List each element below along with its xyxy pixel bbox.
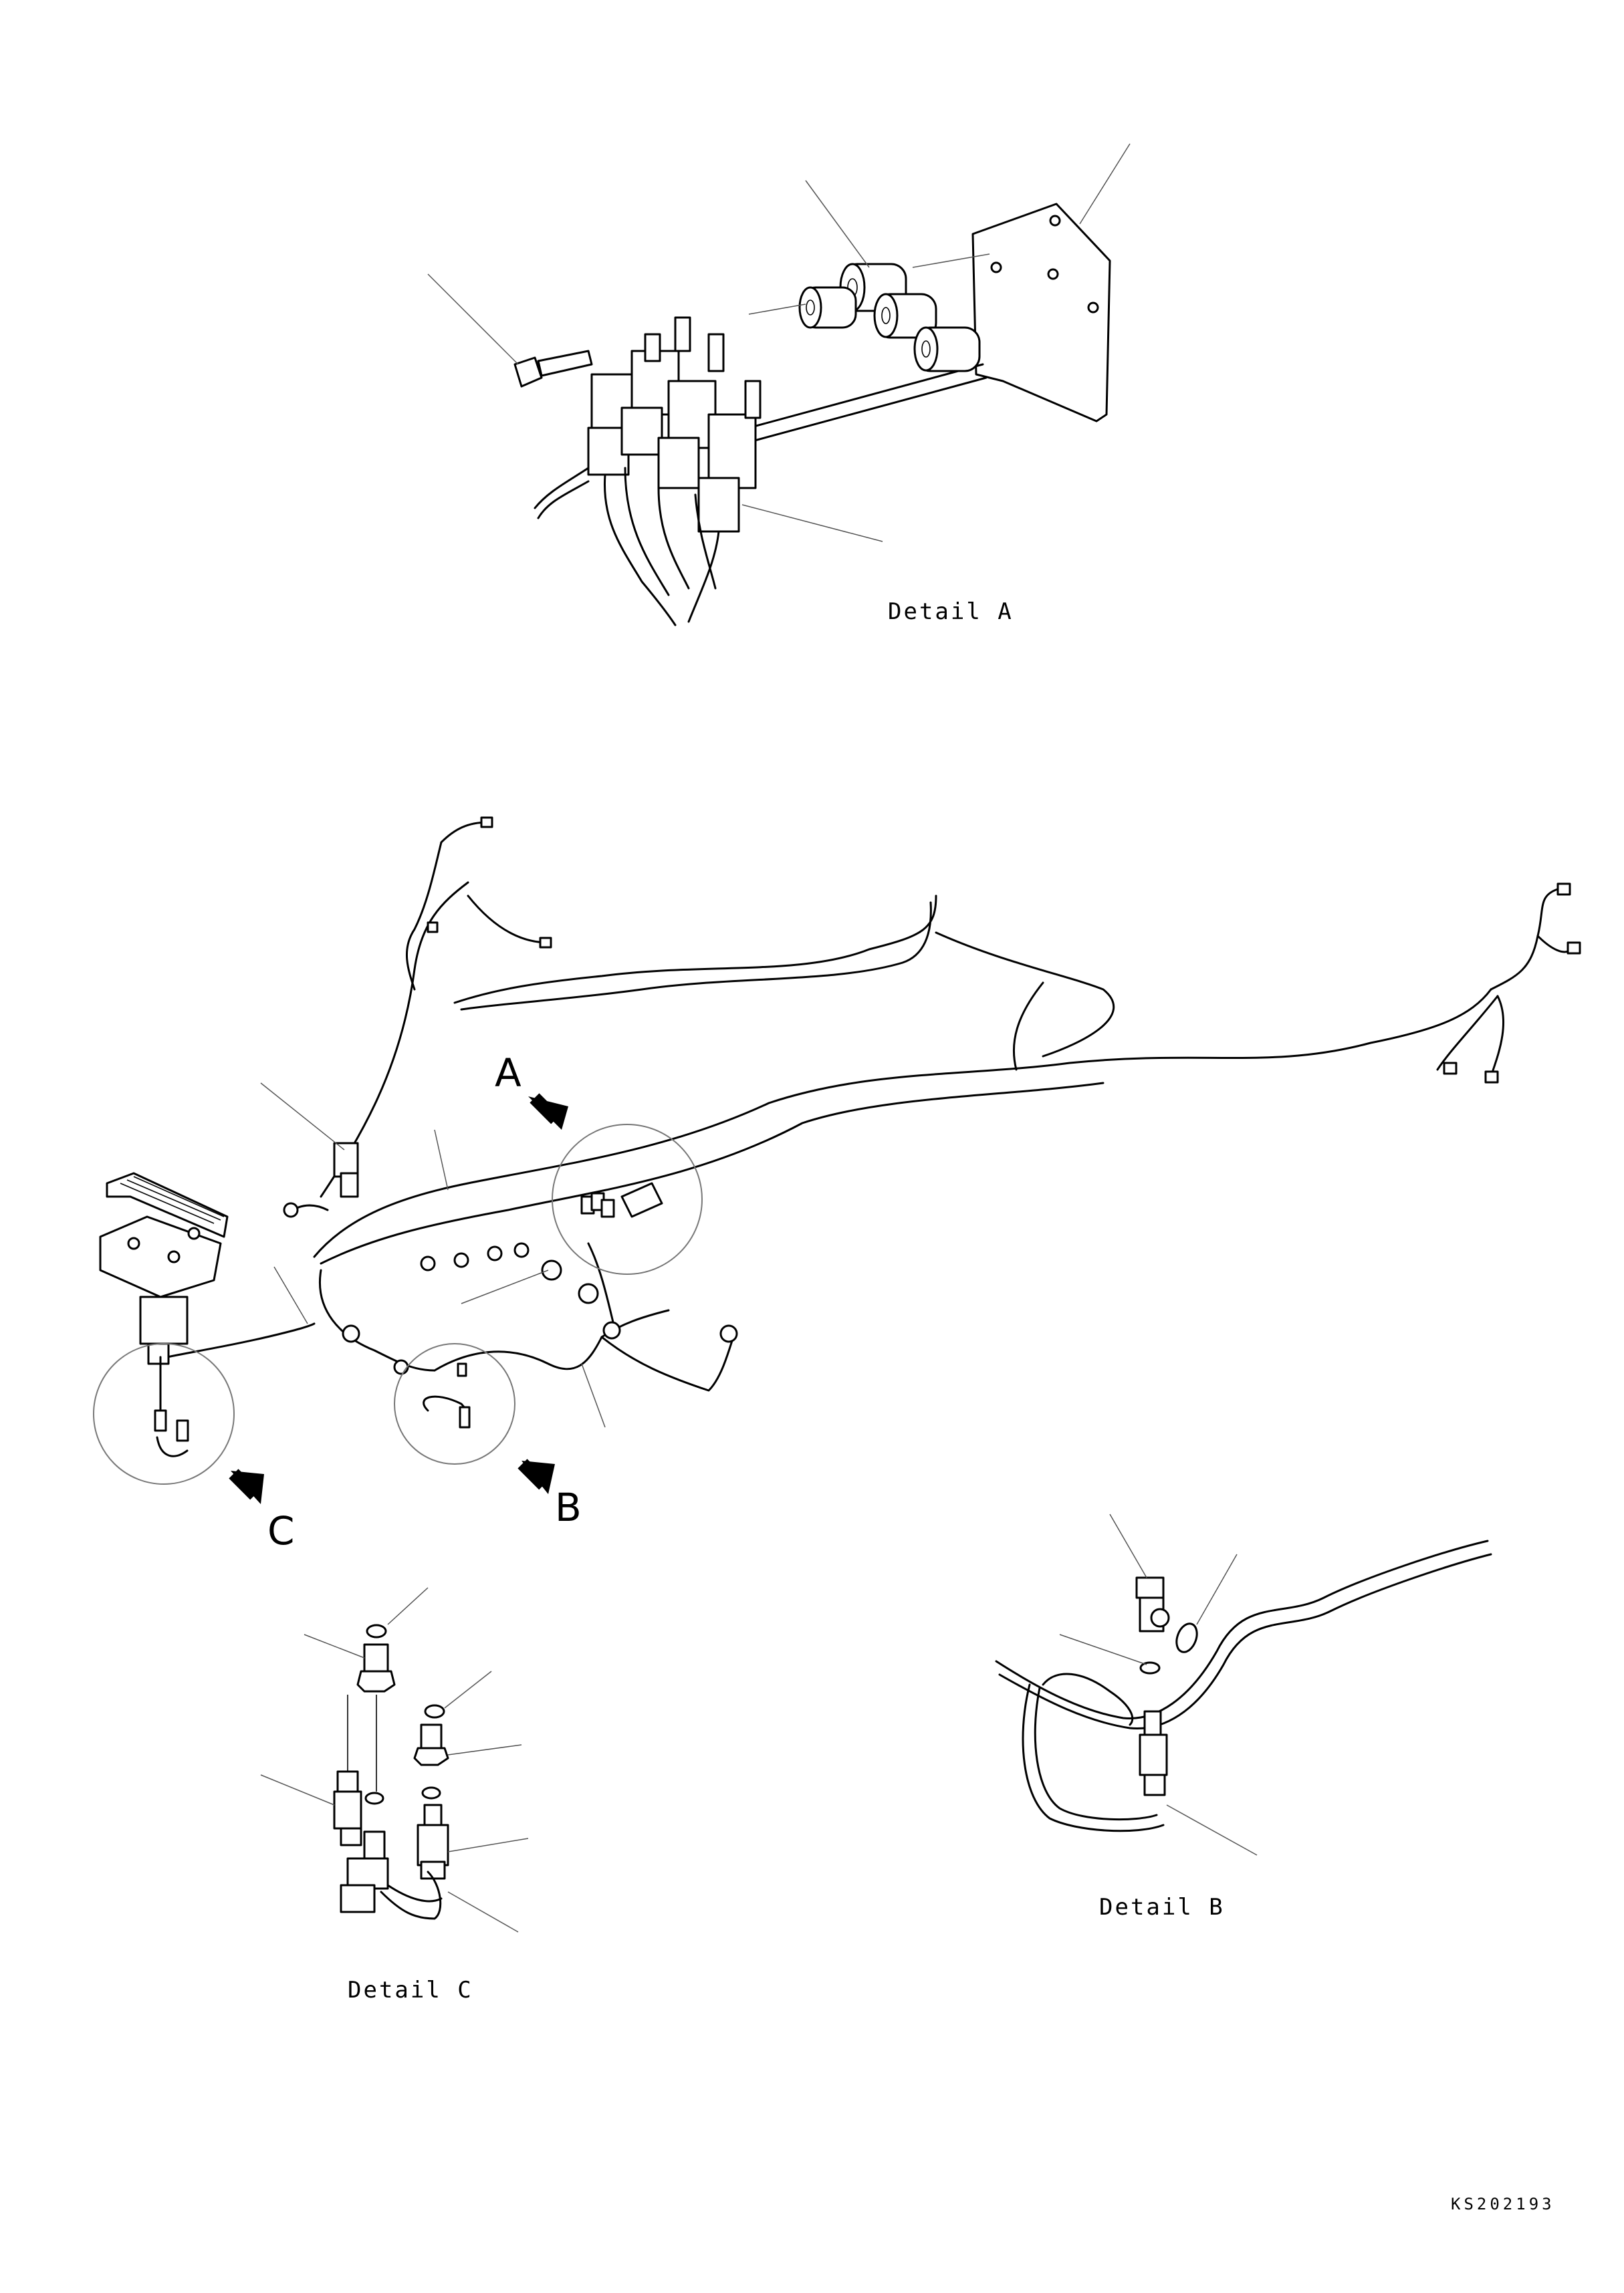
detail-a-view: Detail A [427,143,1131,626]
leader-line [387,1587,429,1625]
mounting-bolt [513,350,593,388]
o-ring [366,1624,387,1639]
leader-line [461,1270,549,1304]
connector-plug [539,937,552,949]
detail-b-view: Detail B [995,1514,1492,1921]
leader-line [1109,1514,1147,1578]
leader-line [805,180,870,268]
spacer-collars [798,263,981,372]
connector-plug [1443,1062,1458,1075]
assembly-guide-line [347,1695,377,1792]
leader-line [748,304,806,315]
detail-c-view: Detail C [260,1587,529,2004]
sensor-harness-loop [1034,1687,1158,1821]
marker-c-label: C [267,1508,295,1554]
relay-harness-wires [534,467,720,626]
detail-a-label: Detail A [888,598,1014,625]
marker-b-label: B [555,1485,582,1530]
connector-plug [1556,882,1571,896]
detail-circle-a [552,1124,703,1275]
o-ring [424,1704,445,1719]
bracket-hole [1049,215,1061,227]
switch-wire [380,1870,442,1920]
leader-line [260,1774,335,1806]
leader-line [581,1363,606,1428]
branch-connector [333,1142,359,1198]
o-ring [1139,1661,1161,1675]
relay-callout-mini [580,1182,663,1218]
leader-line [1196,1554,1238,1625]
leader-line [434,1129,449,1191]
pressure-switch-b [1139,1710,1168,1796]
harness-tie [1042,1673,1134,1726]
pressure-switch-right [417,1804,449,1880]
marker-a-label: A [495,1050,521,1096]
connector-plug [427,921,439,933]
leader-line [304,1634,365,1659]
accelerator-pedal-assembly [99,1172,229,1365]
leader-line [260,1082,345,1151]
connector-plug [1484,1070,1499,1084]
detail-c-label: Detail C [348,1977,473,2004]
sensor-harness [998,1553,1492,1730]
relay-cluster [587,316,762,533]
leader-line [273,1266,308,1324]
bracket-hole [990,261,1002,273]
pressure-switch-left [333,1770,362,1846]
o-ring [1175,1622,1198,1653]
o-ring [364,1792,384,1805]
o-ring [421,1786,441,1800]
leader-line [427,273,519,365]
leader-line [1059,1634,1147,1665]
leader-line [447,1838,529,1852]
leader-line [447,1744,522,1756]
harness-clips [283,1202,738,1375]
leader-line [1079,143,1131,225]
drawing-code: KS202193 [1451,2195,1555,2213]
detail-circle-b [394,1343,515,1465]
pressure-sensor-fitting [1135,1576,1170,1633]
fitting-nipple [356,1643,396,1693]
detail-circle-c [93,1343,235,1485]
switch-callout-mini-b [423,1362,471,1429]
switch-wire [386,1884,443,1903]
support-rail [751,376,988,443]
sensor-harness-loop [1022,1683,1165,1832]
leader-line [741,504,883,542]
mounting-bracket-plate [971,203,1111,423]
detail-b-label: Detail B [1099,1894,1225,1921]
leader-line [1166,1804,1258,1856]
connector-plug [480,816,493,828]
bracket-hole [1047,268,1059,280]
main-harness-view: A B C [93,816,1581,1554]
connector-plug [1567,941,1581,955]
pressure-switch-center [340,1830,389,1913]
sensor-harness [995,1540,1489,1719]
leader-line [912,253,990,268]
leader-line [444,1671,492,1709]
switch-callout-mini-c [154,1356,189,1457]
main-harness-run [313,988,1492,1258]
bracket-hole [1087,301,1099,314]
support-rail [747,363,984,429]
leader-line [447,1891,519,1933]
fitting-nipple [413,1723,449,1766]
